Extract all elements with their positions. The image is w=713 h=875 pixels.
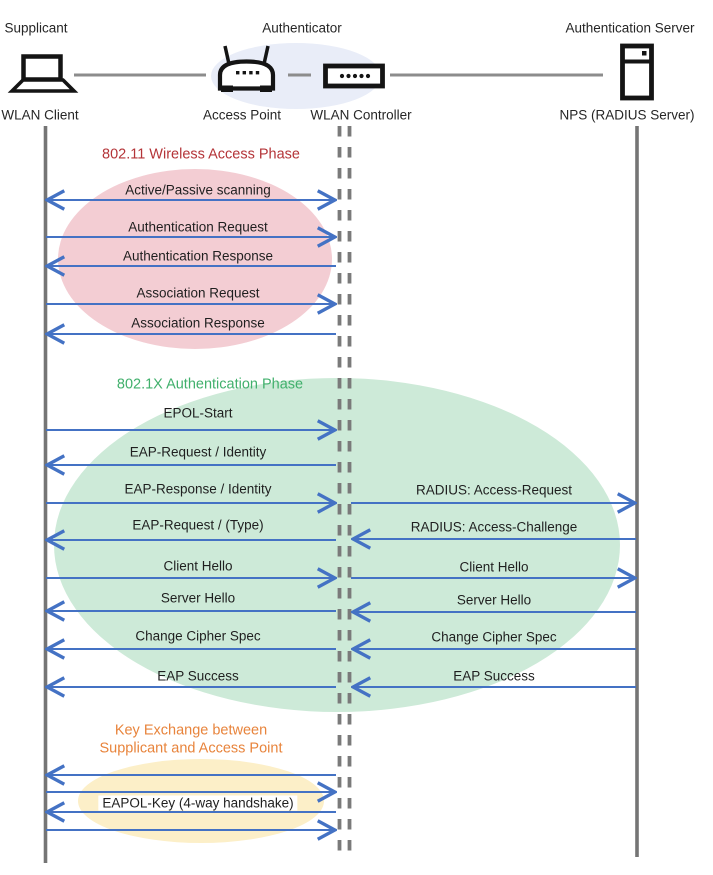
- message-arrows: [46, 200, 636, 830]
- laptop-icon: [7, 54, 79, 93]
- device-label-nps-radius-server: NPS (RADIUS Server): [559, 107, 695, 123]
- device-label-wlan-client: WLAN Client: [1, 107, 79, 123]
- phase-ellipse-wireless-access: [58, 169, 332, 349]
- phase-title-dot1x-authentication: 802.1X Authentication Phase: [116, 376, 304, 393]
- device-label-wlan-controller: WLAN Controller: [310, 107, 412, 123]
- actor-role-authentication-server: Authentication Server: [565, 20, 695, 36]
- lifelines: [43, 126, 639, 863]
- actor-role-supplicant: Supplicant: [4, 20, 68, 36]
- phase-title-wireless-access: 802.11 Wireless Access Phase: [102, 146, 300, 163]
- actor-role-authenticator: Authenticator: [262, 20, 342, 36]
- server-icon: [620, 43, 654, 101]
- phase-title-key-exchange: Key Exchange between Supplicant and Acce…: [99, 722, 283, 757]
- phase-ellipse-dot1x-authentication: [54, 378, 620, 712]
- controller-icon: [323, 63, 385, 89]
- device-label-access-point: Access Point: [202, 107, 282, 123]
- wireless-router-icon: [217, 45, 276, 92]
